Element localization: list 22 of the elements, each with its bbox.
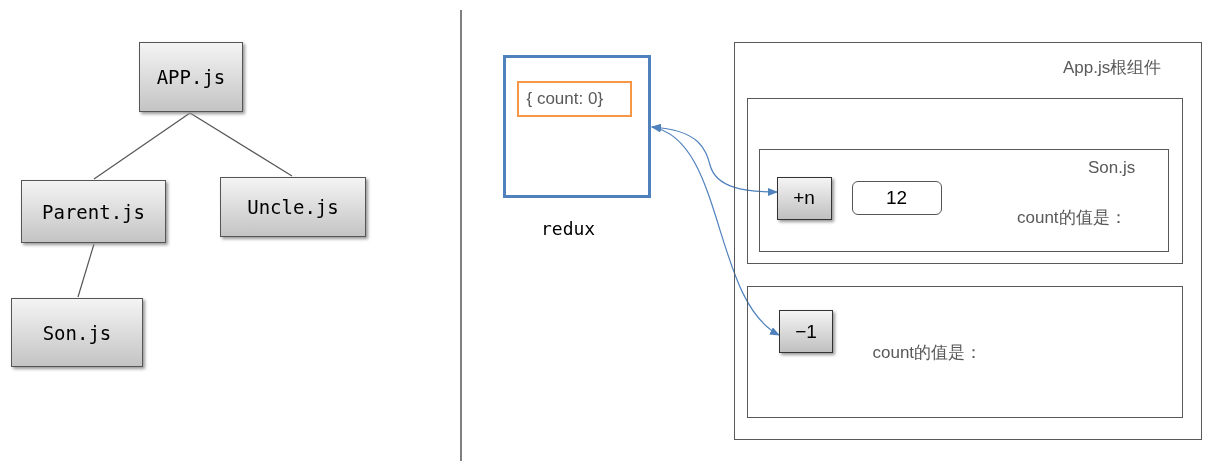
file-box: APP.js — [139, 42, 243, 112]
component-title: Son.js — [1088, 159, 1136, 176]
value-text: count的值是： — [872, 343, 983, 361]
connector — [93, 112, 191, 180]
connector — [651, 126, 780, 336]
connector — [651, 123, 778, 196]
decrement-button: −1 — [779, 310, 833, 353]
increment-button: +n — [776, 176, 832, 220]
component-box — [759, 149, 1169, 252]
connector — [77, 243, 95, 298]
component-box — [734, 42, 1202, 440]
component-title: App.js根组件 — [1063, 59, 1162, 76]
value-text: count的值是： — [1017, 209, 1127, 226]
component-box — [746, 285, 1183, 418]
file-box: Uncle.js — [220, 177, 366, 237]
connector — [189, 112, 293, 177]
number-field: 12 — [851, 180, 942, 215]
store-label: redux — [541, 220, 596, 238]
state-box: { count: 0} — [516, 80, 632, 117]
component-box — [746, 97, 1183, 264]
file-box: Parent.js — [21, 180, 166, 243]
file-box: Son.js — [11, 298, 143, 367]
